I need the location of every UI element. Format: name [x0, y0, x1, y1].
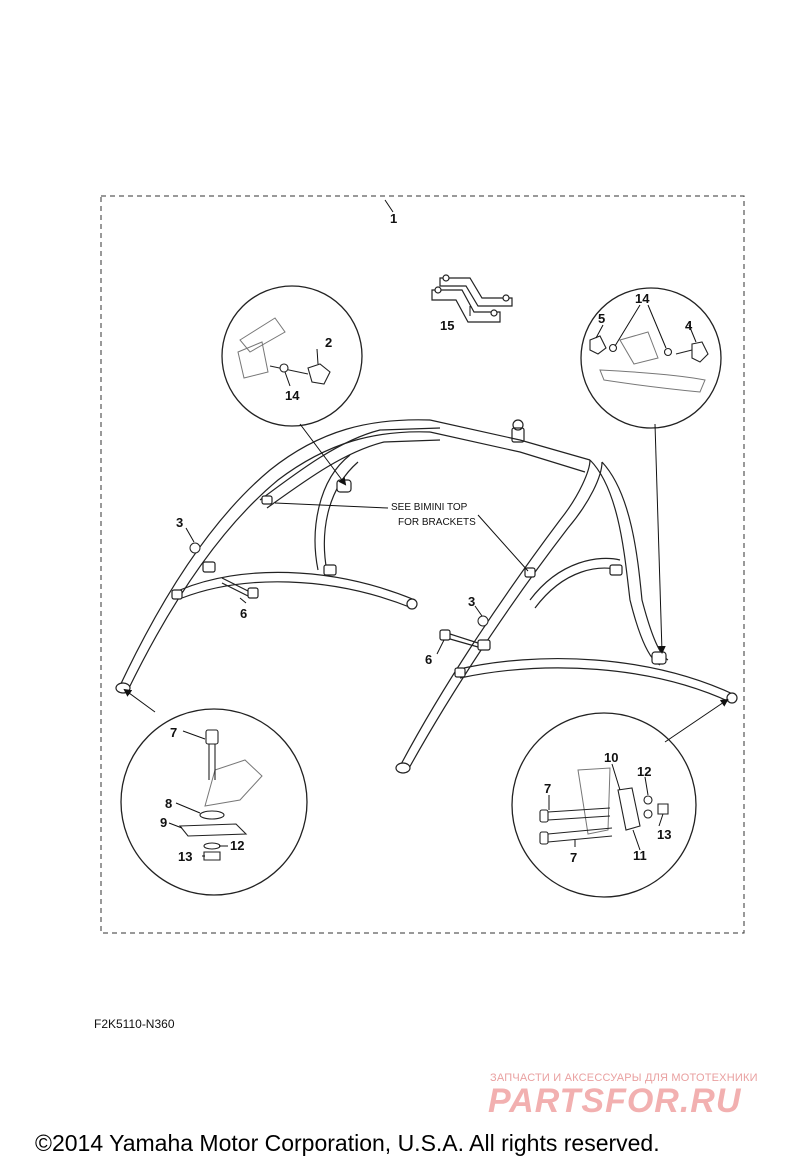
detail-circle-lower-left	[120, 708, 308, 896]
washer-3-right	[477, 615, 489, 627]
callout-11: 11	[633, 848, 647, 863]
detail-circle-upper-left	[221, 285, 363, 427]
copyright-notice: ©2014 Yamaha Motor Corporation, U.S.A. A…	[35, 1130, 660, 1156]
watermark-tagline: ЗАПЧАСТИ И АКСЕССУАРЫ ДЛЯ МОТОТЕХНИКИ	[490, 1072, 758, 1084]
callout-6-left: 6	[240, 606, 247, 621]
callout-15: 15	[440, 318, 454, 333]
callout-2: 2	[325, 335, 332, 350]
callout-4: 4	[685, 318, 693, 333]
note-bimini-line1: SEE BIMINI TOP	[391, 502, 468, 513]
callout-9: 9	[160, 815, 167, 830]
callout-7-lower-left: 7	[170, 725, 177, 740]
callout-14-right: 14	[635, 291, 650, 306]
diagram-code: F2K5110-N360	[94, 1017, 175, 1031]
bolt-6-left	[221, 577, 259, 599]
callout-12-right: 12	[637, 764, 651, 779]
callout-3-right: 3	[468, 594, 475, 609]
callout-labels: 1 2 14 15 14 5 4 3 6 3 6 7 8 9 13 12 10 …	[160, 211, 693, 865]
assembly-boundary	[100, 195, 745, 934]
note-bimini-line2: FOR BRACKETS	[398, 517, 476, 528]
callout-12-left: 12	[230, 838, 244, 853]
watermark-logo: PARTSFOR.RU	[488, 1082, 742, 1120]
leader-lines	[123, 199, 729, 857]
callout-5: 5	[598, 311, 605, 326]
callout-8: 8	[165, 796, 172, 811]
callout-7-lower-right-top: 7	[544, 781, 551, 796]
detail-circle-upper-right	[580, 287, 722, 429]
callout-3-left: 3	[176, 515, 183, 530]
callout-10: 10	[604, 750, 618, 765]
bolt-6-right	[439, 629, 479, 648]
callout-6-right: 6	[425, 652, 432, 667]
detail-circle-lower-right	[511, 712, 697, 898]
callout-13-right: 13	[657, 827, 671, 842]
callout-7-lower-right-bottom: 7	[570, 850, 577, 865]
callout-14-left: 14	[285, 388, 300, 403]
callout-1: 1	[390, 211, 397, 226]
washer-3-left	[189, 542, 201, 554]
callout-13-left: 13	[178, 849, 192, 864]
bracket-plates-15	[431, 274, 513, 323]
